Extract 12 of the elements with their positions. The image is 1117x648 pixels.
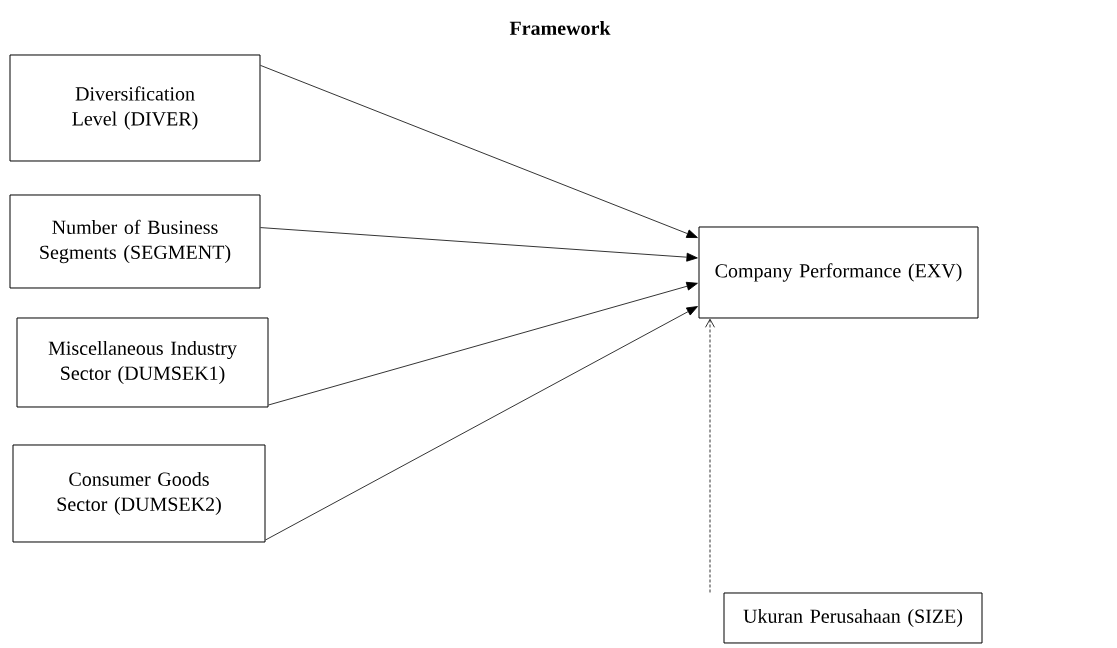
variable-box: Consumer Goods Sector (DUMSEK2)	[12, 444, 266, 543]
arrow	[705, 318, 715, 593]
variable-box: Company Performance (EXV)	[698, 226, 979, 319]
variable-box: Ukuran Perusahaan (SIZE)	[723, 592, 983, 644]
arrow	[260, 227, 698, 262]
title: Framework	[509, 20, 611, 35]
variable-box: Miscellaneous Industry Sector (DUMSEK1)	[16, 317, 269, 408]
variable-box: Number of Business Segments (SEGMENT)	[9, 194, 261, 289]
arrow	[268, 281, 698, 406]
arrow	[260, 65, 698, 238]
variable-box: Diversification Level (DIVER)	[9, 54, 261, 162]
arrow	[265, 306, 698, 541]
